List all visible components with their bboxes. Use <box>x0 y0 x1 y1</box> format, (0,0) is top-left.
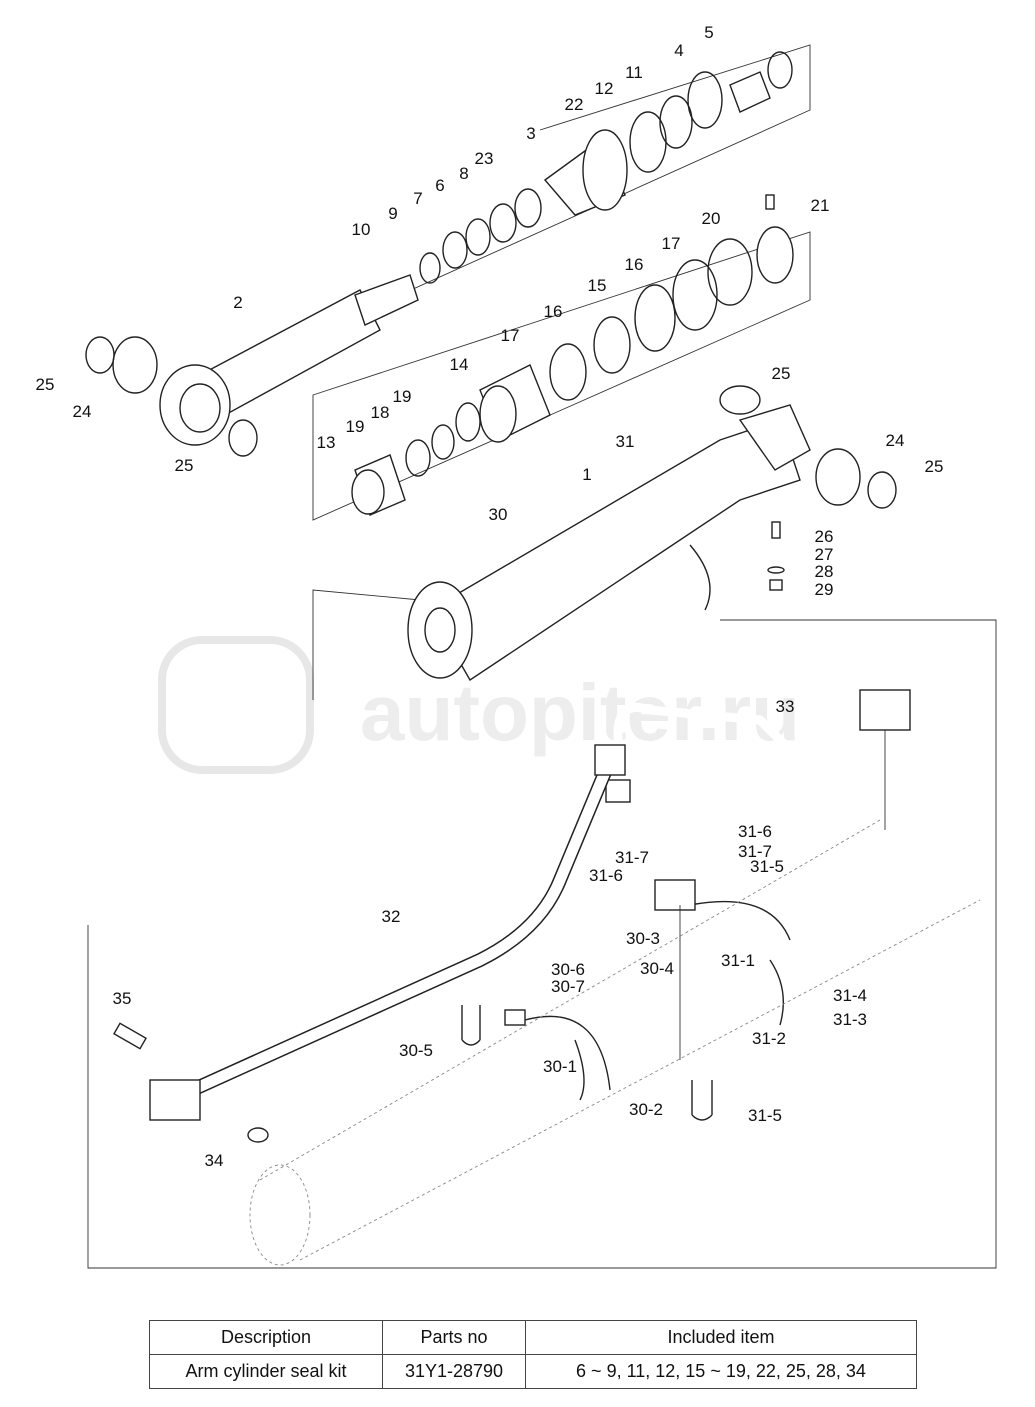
callout: 22 <box>565 95 584 114</box>
callout: 2 <box>233 293 242 312</box>
callout: 1 <box>582 465 591 484</box>
callout: 31-5 <box>748 1106 782 1125</box>
cell-description: Arm cylinder seal kit <box>149 1354 383 1389</box>
callout: 17 <box>662 234 681 253</box>
callout: 31 <box>616 432 635 451</box>
exploded-diagram: autopiter.ru <box>36 23 997 1269</box>
callout: 30-6 <box>551 960 585 979</box>
callout: 35 <box>113 989 132 1008</box>
callout: 19 <box>346 417 365 436</box>
callout: 5 <box>704 23 713 42</box>
tube-leader-line <box>312 589 421 700</box>
callout: 25 <box>925 457 944 476</box>
callout: 12 <box>595 79 614 98</box>
callout: 23 <box>475 149 494 168</box>
pipe-33 <box>605 689 911 830</box>
callout: 8 <box>459 164 468 183</box>
header-description: Description <box>149 1320 383 1355</box>
callout: 28 <box>815 562 834 581</box>
callout: 15 <box>588 276 607 295</box>
callout: 31-4 <box>833 986 867 1005</box>
callout: 31-7 <box>738 842 772 861</box>
table-header-row: Description Parts no Included item <box>149 1320 917 1355</box>
callout: 20 <box>702 209 721 228</box>
callout: 31-7 <box>615 848 649 867</box>
piston-parts <box>351 194 794 516</box>
callout: 31-6 <box>589 866 623 885</box>
callout: 25 <box>36 375 55 394</box>
callout: 30-2 <box>629 1100 663 1119</box>
cylinder-tube <box>85 336 897 681</box>
callout: 11 <box>625 63 643 82</box>
header-parts-no: Parts no <box>382 1320 526 1355</box>
callout: 6 <box>435 176 444 195</box>
pipe-32 <box>113 744 626 1143</box>
callout: 31-1 <box>721 951 755 970</box>
callout: 21 <box>811 196 830 215</box>
callout: 31-5 <box>750 857 784 876</box>
watermark-text: autopiter.ru <box>360 668 800 757</box>
callout: 24 <box>886 431 905 450</box>
callout: 24 <box>73 402 92 421</box>
rod-seals <box>419 51 793 284</box>
callout: 27 <box>815 545 834 564</box>
piston-group-box <box>312 231 811 521</box>
background-cylinder-outline <box>249 819 981 1266</box>
seal-kit-table: Description Parts no Included item Arm c… <box>149 1320 917 1389</box>
callout: 7 <box>413 189 422 208</box>
callout: 32 <box>382 907 401 926</box>
callout: 30-1 <box>543 1057 577 1076</box>
callout: 31-6 <box>738 822 772 841</box>
pipe-group-box <box>87 619 997 1269</box>
callout: 30-5 <box>399 1041 433 1060</box>
callout: 26 <box>815 527 834 546</box>
callout: 34 <box>205 1151 224 1170</box>
cell-parts-no: 31Y1-28790 <box>382 1354 526 1389</box>
header-included-item: Included item <box>525 1320 917 1355</box>
callout: 33 <box>776 697 795 716</box>
clamps <box>461 879 791 1121</box>
callout: 25 <box>175 456 194 475</box>
callout: 13 <box>317 433 336 452</box>
callout: 14 <box>450 355 469 374</box>
callout: 19 <box>393 387 412 406</box>
table-row: Arm cylinder seal kit 31Y1-28790 6 ~ 9, … <box>149 1354 917 1389</box>
callout: 30-7 <box>551 977 585 996</box>
callout: 30 <box>489 505 508 524</box>
callout: 30-4 <box>640 959 674 978</box>
callout: 31-3 <box>833 1010 867 1029</box>
callout: 29 <box>815 580 834 599</box>
callout: 4 <box>674 41 683 60</box>
callout: 18 <box>371 403 390 422</box>
callout: 31-2 <box>752 1029 786 1048</box>
cell-included-item: 6 ~ 9, 11, 12, 15 ~ 19, 22, 25, 28, 34 <box>525 1354 917 1389</box>
callout-labels: 5 4 11 12 22 3 23 8 6 7 9 10 21 20 17 16… <box>36 23 944 1170</box>
callout: 17 <box>501 326 520 345</box>
callout: 30-3 <box>626 929 660 948</box>
callout: 9 <box>388 204 397 223</box>
callout: 16 <box>544 302 563 321</box>
callout: 10 <box>352 220 371 239</box>
callout: 16 <box>625 255 644 274</box>
piston-rod <box>159 274 419 446</box>
callout: 25 <box>772 364 791 383</box>
rod-group-box <box>299 44 811 341</box>
callout: 3 <box>526 124 535 143</box>
